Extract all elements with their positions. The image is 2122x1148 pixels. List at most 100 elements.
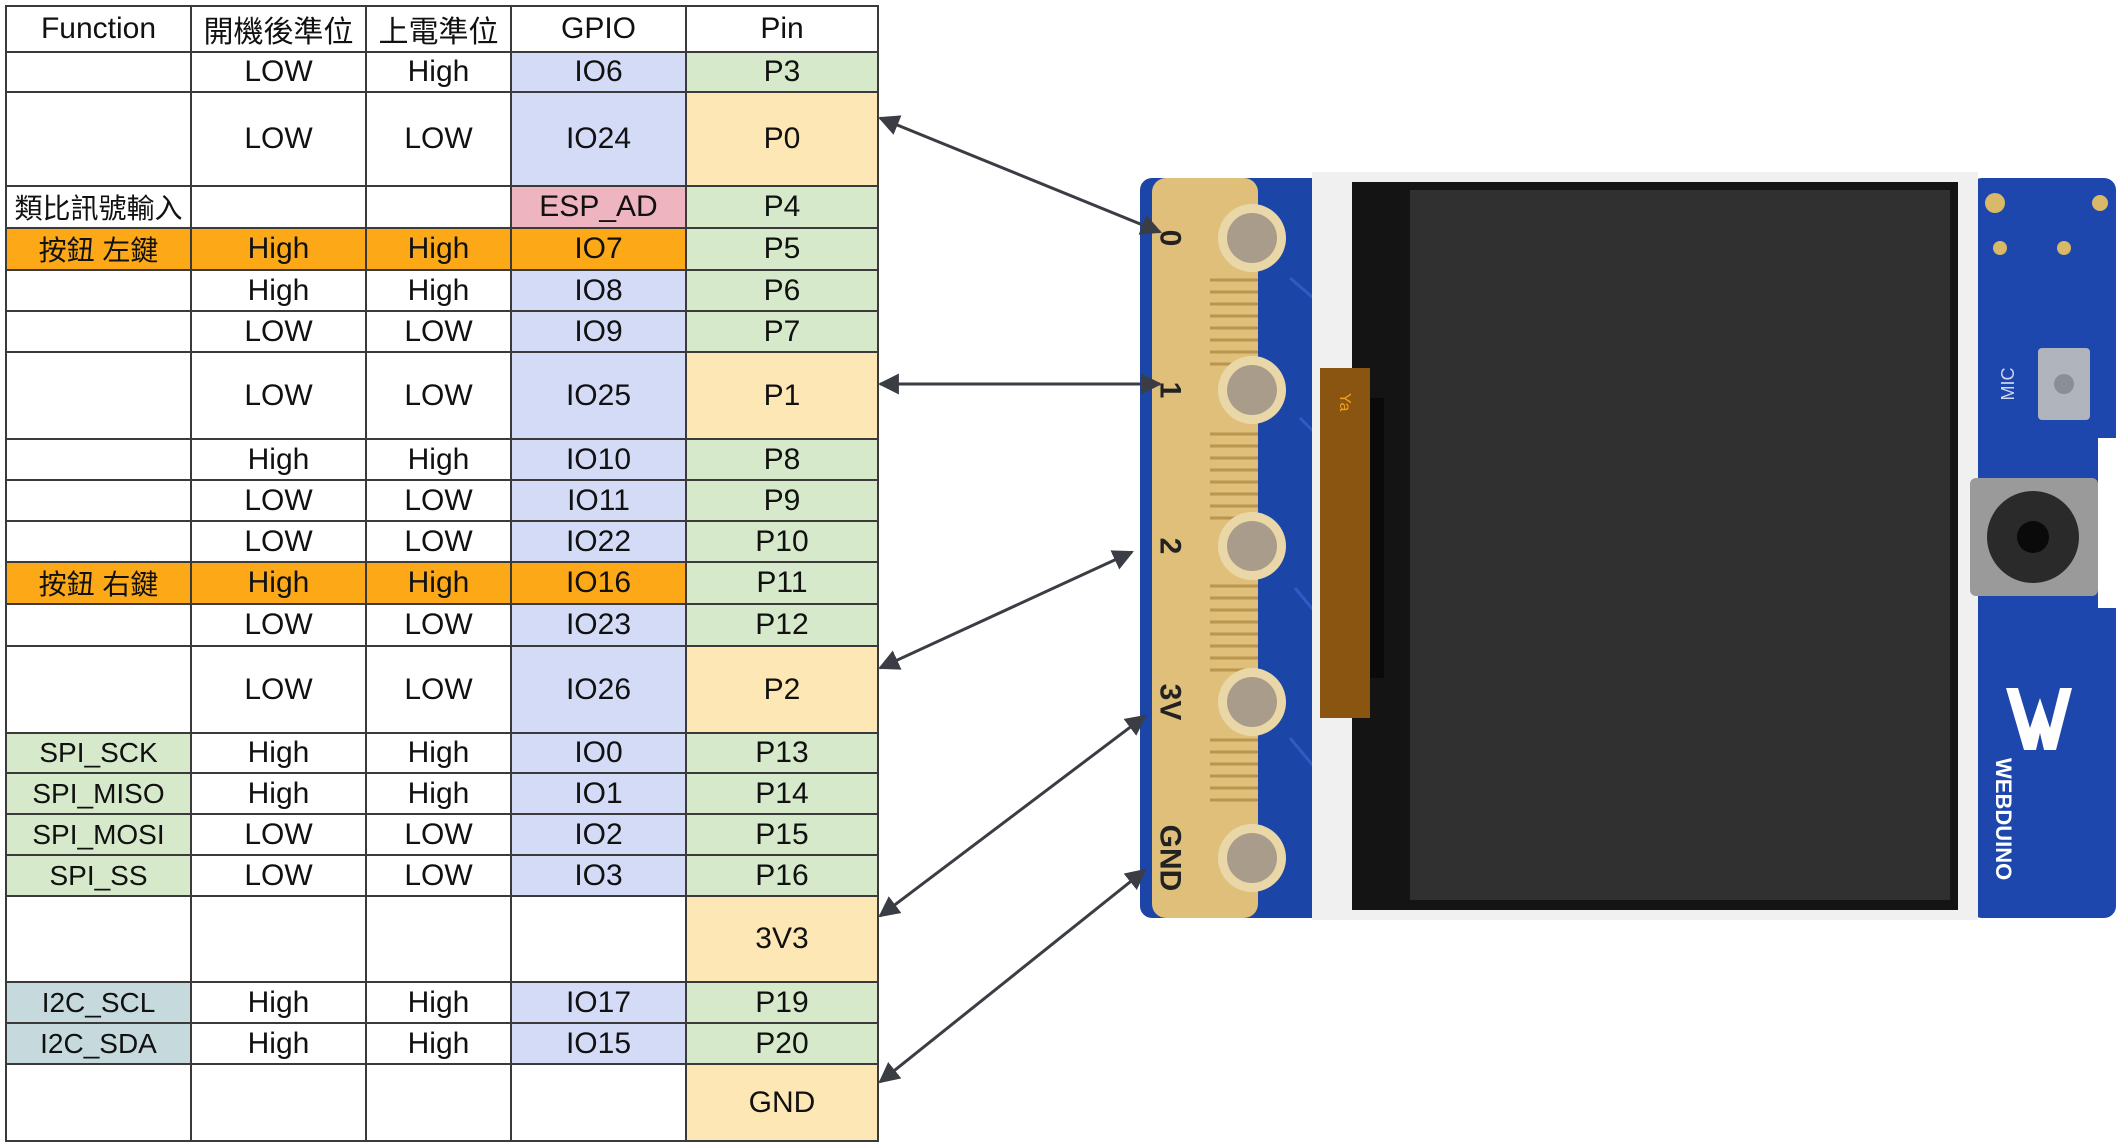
- cell-power-on-level: LOW: [365, 813, 512, 856]
- cell-pin: P19: [685, 981, 879, 1024]
- edge-label-3v: 3V: [1154, 684, 1187, 721]
- via-2: [2057, 241, 2071, 255]
- webduino-logo: [2006, 688, 2072, 750]
- cell-boot-level: High: [190, 438, 367, 481]
- header-function: Function: [5, 5, 192, 53]
- mic-label: MIC: [1998, 368, 2018, 401]
- arrow-p0-pad0: [878, 115, 1162, 235]
- cell-boot-level: LOW: [190, 479, 367, 522]
- cell-function: I2C_SDA: [5, 1022, 192, 1065]
- cell-gpio: IO7: [510, 227, 687, 271]
- header-pin: Pin: [685, 5, 879, 53]
- table-row: GND: [5, 1063, 879, 1142]
- cell-boot-level: LOW: [190, 51, 367, 93]
- cell-function: SPI_MOSI: [5, 813, 192, 856]
- cell-boot-level: High: [190, 732, 367, 774]
- pad-gnd: GND: [1154, 824, 1286, 892]
- cell-gpio: IO2: [510, 813, 687, 856]
- cell-gpio: IO22: [510, 520, 687, 563]
- camera-lens-inner: [2017, 521, 2049, 553]
- arrow-gnd-padgnd: [878, 868, 1147, 1084]
- cell-boot-level: LOW: [190, 813, 367, 856]
- cell-pin: P9: [685, 479, 879, 522]
- cell-boot-level: High: [190, 981, 367, 1024]
- cell-gpio: IO23: [510, 603, 687, 647]
- cell-power-on-level: LOW: [365, 645, 512, 734]
- cell-function: [5, 1063, 192, 1142]
- cell-power-on-level: High: [365, 981, 512, 1024]
- cell-boot-level: LOW: [190, 520, 367, 563]
- pad-2: 2: [1154, 512, 1286, 580]
- cell-boot-level: LOW: [190, 645, 367, 734]
- cell-pin: P4: [685, 185, 879, 229]
- cell-power-on-level: High: [365, 227, 512, 271]
- cell-pin: P5: [685, 227, 879, 271]
- cell-pin: P6: [685, 269, 879, 312]
- cell-power-on-level: LOW: [365, 603, 512, 647]
- cell-function: [5, 479, 192, 522]
- cell-gpio: IO9: [510, 310, 687, 353]
- cell-boot-level: High: [190, 1022, 367, 1065]
- cell-gpio: IO0: [510, 732, 687, 774]
- cell-function: [5, 351, 192, 440]
- pad-3v: 3V: [1154, 668, 1286, 736]
- cell-boot-level: [190, 185, 367, 229]
- via-1: [1993, 241, 2007, 255]
- cell-pin: P2: [685, 645, 879, 734]
- header-boot-level: 開機後準位: [190, 5, 367, 53]
- cell-power-on-level: [365, 1063, 512, 1142]
- cell-pin: P7: [685, 310, 879, 353]
- cell-power-on-level: High: [365, 732, 512, 774]
- cell-pin: P15: [685, 813, 879, 856]
- header-power-on-level: 上電準位: [365, 5, 512, 53]
- cell-pin: P11: [685, 561, 879, 605]
- pad-0: 0: [1154, 204, 1286, 272]
- cell-power-on-level: LOW: [365, 310, 512, 353]
- cell-function: SPI_SCK: [5, 732, 192, 774]
- cell-function: SPI_SS: [5, 854, 192, 897]
- cell-power-on-level: High: [365, 51, 512, 93]
- cell-pin: P3: [685, 51, 879, 93]
- cell-gpio: IO24: [510, 91, 687, 187]
- cell-gpio: ESP_AD: [510, 185, 687, 229]
- cell-function: [5, 603, 192, 647]
- cell-pin: P12: [685, 603, 879, 647]
- cell-pin: GND: [685, 1063, 879, 1142]
- cell-pin: P10: [685, 520, 879, 563]
- cell-function: [5, 895, 192, 983]
- via-3: [2092, 195, 2108, 211]
- mic-component: MIC: [1998, 348, 2090, 420]
- cell-pin: P1: [685, 351, 879, 440]
- mount-hole-top: [1985, 193, 2005, 213]
- cell-pin: 3V3: [685, 895, 879, 983]
- cell-function: SPI_MISO: [5, 772, 192, 815]
- header-gpio: GPIO: [510, 5, 687, 53]
- cell-power-on-level: LOW: [365, 854, 512, 897]
- cell-function: [5, 520, 192, 563]
- cell-power-on-level: LOW: [365, 479, 512, 522]
- flex-cable: [1320, 368, 1370, 718]
- cell-power-on-level: High: [365, 1022, 512, 1065]
- cell-boot-level: High: [190, 561, 367, 605]
- cell-gpio: IO26: [510, 645, 687, 734]
- cell-gpio: [510, 1063, 687, 1142]
- cell-function: [5, 91, 192, 187]
- cell-gpio: IO16: [510, 561, 687, 605]
- cell-power-on-level: [365, 185, 512, 229]
- cell-power-on-level: High: [365, 561, 512, 605]
